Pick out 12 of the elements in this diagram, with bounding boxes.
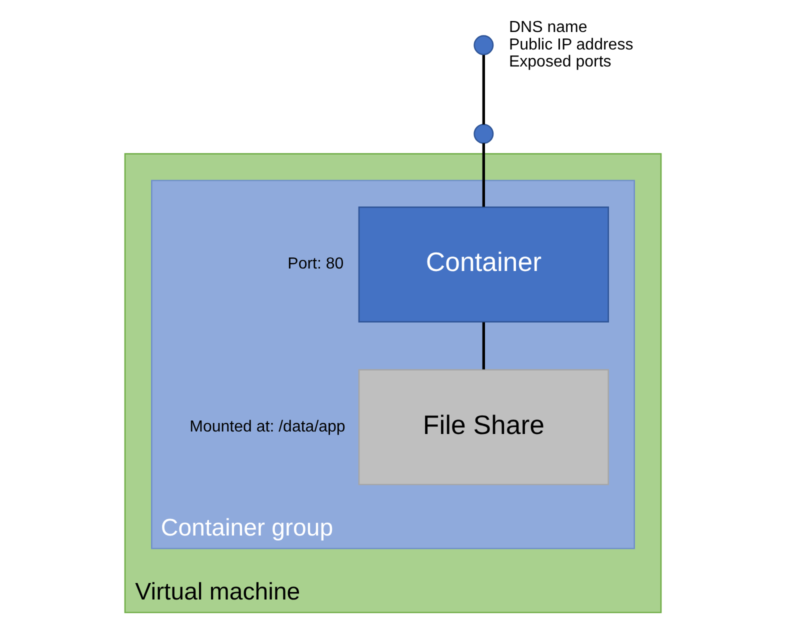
node-label: Public IP address bbox=[509, 36, 634, 54]
connector bbox=[482, 143, 485, 207]
connector bbox=[482, 55, 485, 124]
node-circle bbox=[474, 35, 494, 56]
node-box: File Share bbox=[358, 369, 609, 486]
node-label: Port: 80 bbox=[288, 256, 344, 273]
node-label: Mounted at: /data/app bbox=[190, 418, 346, 436]
node-box: Container bbox=[358, 206, 609, 322]
node-label: DNS name bbox=[509, 18, 588, 36]
node-label: Exposed ports bbox=[509, 54, 612, 71]
connector bbox=[482, 322, 485, 370]
node-circle bbox=[474, 124, 494, 144]
